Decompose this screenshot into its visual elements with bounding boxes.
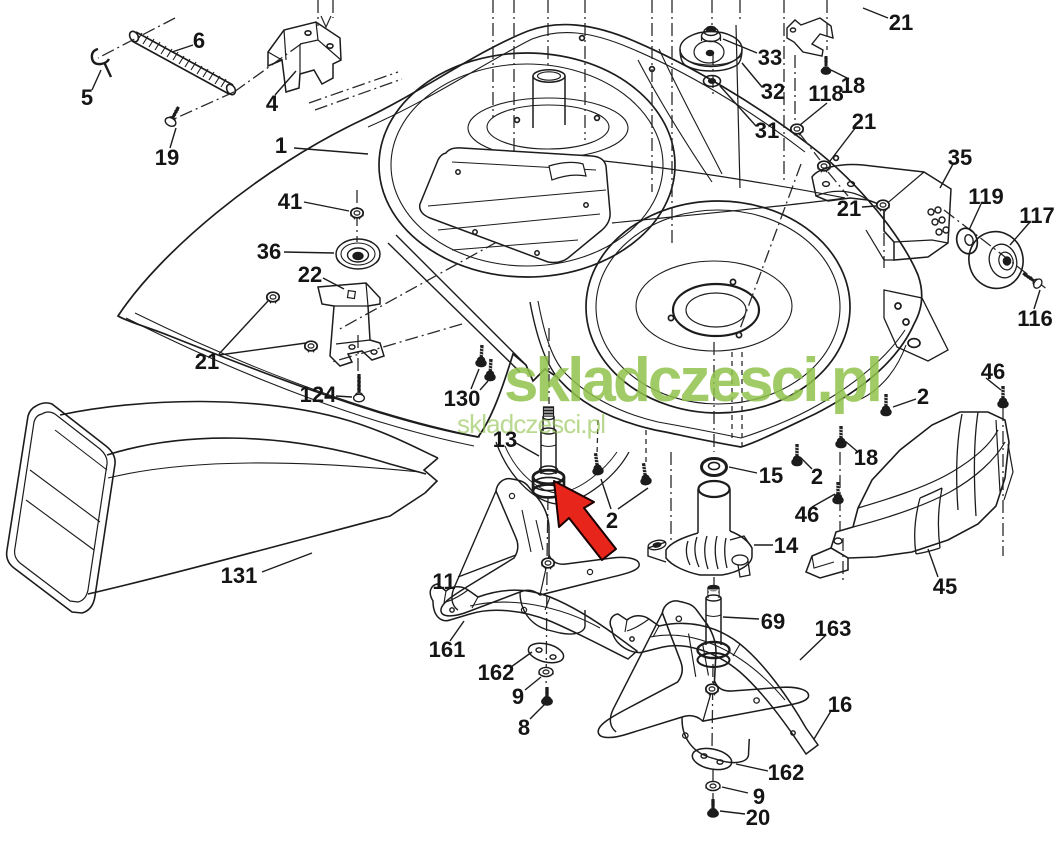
svg-text:21: 21 <box>889 10 913 35</box>
svg-text:119: 119 <box>968 184 1004 209</box>
svg-text:11: 11 <box>432 569 455 594</box>
svg-text:130: 130 <box>444 386 481 411</box>
svg-text:46: 46 <box>981 359 1005 384</box>
svg-text:33: 33 <box>758 45 782 70</box>
svg-text:162: 162 <box>768 760 805 785</box>
svg-text:6: 6 <box>193 28 205 53</box>
svg-text:18: 18 <box>854 445 878 470</box>
svg-text:5: 5 <box>81 85 93 110</box>
svg-text:116: 116 <box>1017 306 1053 331</box>
svg-text:20: 20 <box>746 805 770 830</box>
svg-text:18: 18 <box>841 73 865 98</box>
svg-text:131: 131 <box>221 563 258 588</box>
svg-text:19: 19 <box>155 145 179 170</box>
svg-text:15: 15 <box>759 463 783 488</box>
svg-text:skladczesci.pl: skladczesci.pl <box>504 346 883 415</box>
svg-text:41: 41 <box>278 189 302 214</box>
svg-text:117: 117 <box>1019 203 1055 228</box>
svg-text:2: 2 <box>811 464 823 489</box>
svg-text:69: 69 <box>761 609 785 634</box>
svg-text:45: 45 <box>933 574 957 599</box>
svg-text:118: 118 <box>808 81 844 106</box>
svg-text:16: 16 <box>828 692 852 717</box>
svg-text:skladczesci.pl: skladczesci.pl <box>457 409 606 439</box>
svg-text:32: 32 <box>761 79 785 104</box>
svg-text:21: 21 <box>195 349 219 374</box>
svg-text:22: 22 <box>298 262 322 287</box>
svg-text:162: 162 <box>478 660 515 685</box>
svg-text:163: 163 <box>815 616 852 641</box>
svg-text:2: 2 <box>917 384 929 409</box>
svg-text:14: 14 <box>774 533 799 558</box>
svg-text:2: 2 <box>606 508 618 533</box>
svg-text:161: 161 <box>429 637 466 662</box>
svg-text:35: 35 <box>948 145 972 170</box>
svg-text:31: 31 <box>755 118 779 143</box>
svg-text:9: 9 <box>753 784 765 809</box>
svg-text:1: 1 <box>275 133 287 158</box>
svg-text:8: 8 <box>518 715 530 740</box>
svg-text:21: 21 <box>837 196 861 221</box>
svg-text:124: 124 <box>300 382 337 407</box>
svg-text:4: 4 <box>266 91 279 116</box>
svg-text:36: 36 <box>257 239 281 264</box>
svg-text:9: 9 <box>512 684 524 709</box>
svg-text:46: 46 <box>795 502 819 527</box>
svg-text:21: 21 <box>852 109 876 134</box>
svg-text:13: 13 <box>493 427 517 452</box>
